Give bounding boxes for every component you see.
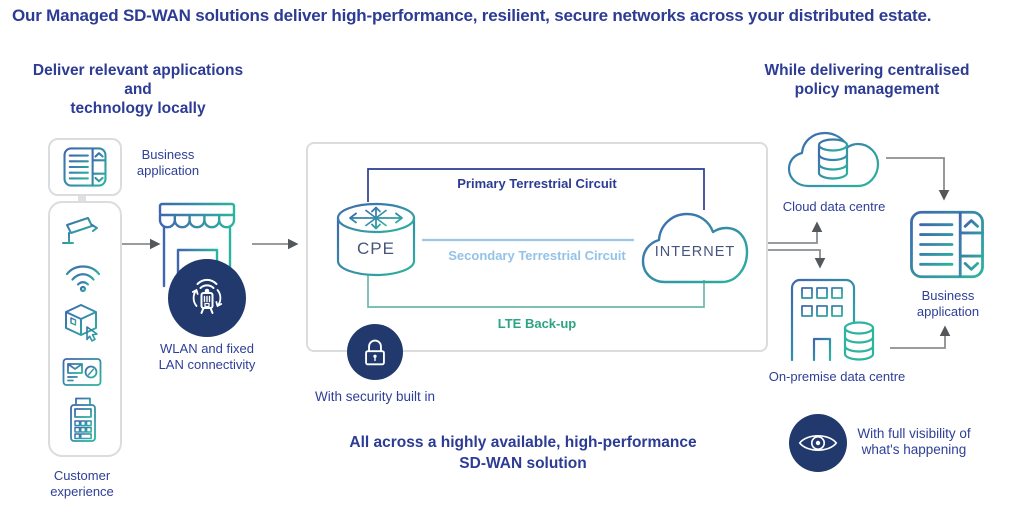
visibility-badge [789,414,847,472]
circuit-lines [367,168,705,308]
left-heading-line: technology locally [70,100,206,117]
access-point-icon [191,278,223,314]
left-heading-line: Deliver relevant applications and [32,62,244,98]
package-box-icon [65,304,98,342]
wifi-icon [65,265,101,293]
label-line: Business [921,288,975,303]
lte-backup-line [367,274,705,308]
primary-circuit-line [367,168,705,210]
tagline-line: SD-WAN solution [459,455,587,472]
label-line: Business [141,147,195,162]
label-line: what's happening [861,442,967,457]
payment-terminal-icon [70,397,96,442]
arrow-box-to-cloud [766,221,823,244]
right-heading-line: policy management [794,81,940,98]
arrow-box-to-onpremise [766,249,826,269]
security-badge [347,324,403,380]
arrow-cloud-to-app [886,157,950,201]
promo-card-icon [62,358,102,386]
page-title: Our Managed SD-WAN solutions deliver hig… [12,6,932,25]
cctv-camera-icon [62,217,98,244]
right-heading-line: While delivering centralised [764,62,970,79]
business-app-label-right: Business application [906,288,990,320]
cloud-datacentre-icon [787,131,880,188]
label-line: WLAN and fixed [160,341,254,356]
customer-experience-box [48,201,122,457]
right-heading: While delivering centralised policy mana… [748,61,986,99]
arrow-onpremise-to-app [890,325,951,349]
business-app-label-left: Business application [126,147,210,179]
security-label: With security built in [314,389,436,404]
label-line: application [916,304,980,319]
padlock-icon [365,339,385,366]
sdwan-circuit-box: Primary Terrestrial Circuit Secondary Te… [306,142,768,352]
internet-cloud-icon: INTERNET [641,212,749,284]
cpe-label: CPE [357,239,395,258]
cpe-router-icon: CPE [336,202,416,277]
label-line: Customer [53,468,111,483]
building-icon [790,278,875,362]
visibility-label: With full visibility of what's happening [852,426,976,458]
lte-backup-label: LTE Back-up [497,316,577,331]
app-window-icon [63,147,107,187]
wlan-label: WLAN and fixed LAN connectivity [135,341,279,373]
eye-icon [798,434,838,452]
business-app-box [48,138,122,196]
label-line: LAN connectivity [158,357,256,372]
tagline-line: All across a highly available, high-perf… [349,434,697,451]
primary-circuit-label: Primary Terrestrial Circuit [457,176,617,191]
internet-label: INTERNET [655,244,736,260]
app-window-icon [910,210,984,279]
label-line: application [136,163,200,178]
label-line: With full visibility of [857,426,971,441]
cloud-datacentre-label: Cloud data centre [782,199,886,214]
left-heading: Deliver relevant applications and techno… [18,61,258,118]
customer-experience-label: Customer experience [29,468,135,500]
wlan-badge [168,259,246,337]
onpremise-datacentre-label: On-premise data centre [768,369,906,384]
label-line: experience [50,484,114,499]
tagline: All across a highly available, high-perf… [328,432,718,474]
secondary-circuit-label: Secondary Terrestrial Circuit [448,248,626,263]
